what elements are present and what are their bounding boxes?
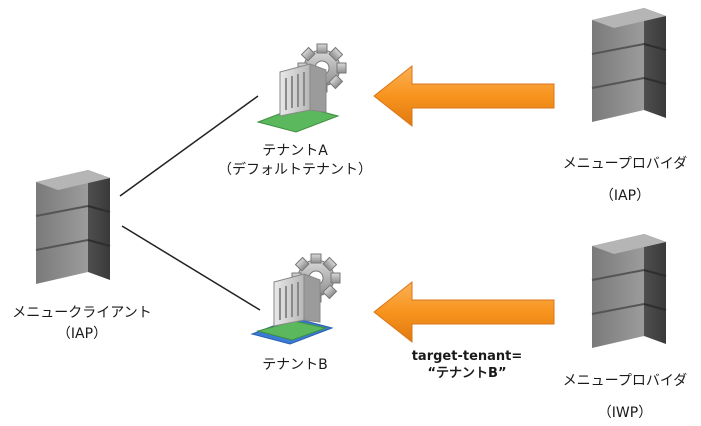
server-tower-icon [591,7,667,123]
server-tower-icon [591,233,667,349]
connector-line-b [121,225,261,311]
connector-line-a [119,95,259,197]
building-gear-icon [256,43,347,133]
arrow-to-tenant-a [373,64,555,128]
menu-provider-top-label: メニュープロバイダ [562,156,688,172]
tenant-b-label: テナントB [262,357,328,373]
arrow-annotation-line1: target-tenant= [411,349,523,364]
server-tower-icon [35,169,111,285]
menu-provider-bottom-sublabel: （IWP） [597,405,653,421]
menu-client-sublabel: （IAP） [56,326,108,342]
menu-provider-top-sublabel: （IAP） [599,188,651,204]
arrow-to-tenant-b [373,280,555,344]
arrow-annotation-line2: “テナントB” [427,366,507,381]
menu-provider-bottom-label: メニュープロバイダ [562,373,688,389]
tenant-a-sublabel: （デフォルトテナント） [218,162,372,178]
tenant-a-label: テナントA [262,143,328,159]
building-gear-icon [250,253,341,345]
menu-client-label: メニュークライアント [12,305,152,321]
